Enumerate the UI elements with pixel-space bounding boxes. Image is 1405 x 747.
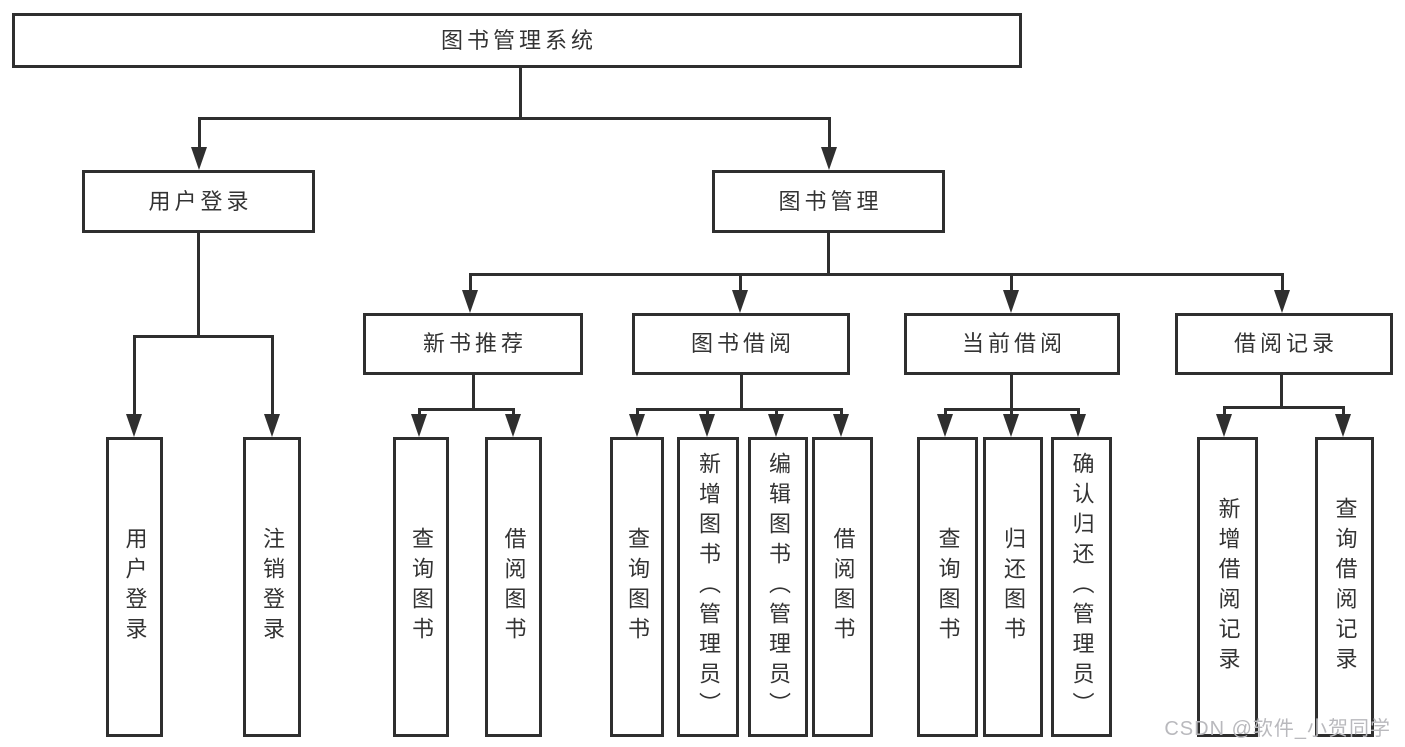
arrow-down-icon bbox=[821, 147, 837, 170]
node-label-borrow-books-2: 借阅图书 bbox=[830, 527, 856, 647]
connector-drop-book-management bbox=[739, 273, 742, 293]
node-label-book-management: 图书管理 bbox=[778, 188, 883, 214]
node-query-books-2: 查询图书 bbox=[610, 437, 664, 737]
node-label-book-borrowing: 图书借阅 bbox=[690, 331, 795, 356]
connector-drop-book-management bbox=[1281, 273, 1284, 293]
connector-drop-root bbox=[198, 117, 201, 150]
node-label-add-borrow-record: 新增借阅记录 bbox=[1215, 497, 1241, 677]
node-edit-books-admin: 编辑图书（管理员） bbox=[748, 437, 808, 737]
connector-drop-user-login bbox=[133, 335, 136, 417]
node-add-borrow-record: 新增借阅记录 bbox=[1197, 437, 1258, 737]
arrow-down-icon bbox=[1216, 414, 1232, 437]
node-label-query-borrow-record: 查询借阅记录 bbox=[1332, 497, 1358, 677]
connector-drop-user-login bbox=[271, 335, 274, 417]
node-label-root: 图书管理系统 bbox=[440, 27, 597, 53]
node-label-current-borrowing: 当前借阅 bbox=[961, 331, 1066, 356]
connector-drop-borrowing-records bbox=[1223, 406, 1226, 417]
connector-bar-book-borrowing bbox=[636, 408, 843, 411]
connector-drop-book-management bbox=[1010, 273, 1013, 293]
node-query-borrow-record: 查询借阅记录 bbox=[1315, 437, 1374, 737]
connector-bar-root bbox=[198, 117, 831, 120]
node-label-return-books: 归还图书 bbox=[1001, 527, 1026, 647]
node-query-books-3: 查询图书 bbox=[917, 437, 978, 737]
connector-stem-user-login bbox=[197, 233, 200, 338]
arrow-down-icon bbox=[1003, 290, 1019, 313]
connector-drop-book-borrowing bbox=[636, 408, 639, 417]
node-label-borrowing-records: 借阅记录 bbox=[1233, 331, 1338, 356]
arrow-down-icon bbox=[699, 414, 715, 437]
node-borrow-books-2: 借阅图书 bbox=[812, 437, 873, 737]
connector-stem-book-borrowing bbox=[740, 375, 743, 411]
connector-stem-borrowing-records bbox=[1280, 375, 1283, 409]
connector-bar-borrowing-records bbox=[1223, 406, 1345, 409]
node-new-book-recommend: 新书推荐 bbox=[363, 313, 583, 375]
node-label-query-books-3: 查询图书 bbox=[935, 527, 961, 647]
connector-drop-book-management bbox=[469, 273, 472, 293]
arrow-down-icon bbox=[126, 414, 142, 437]
arrow-down-icon bbox=[833, 414, 849, 437]
node-label-edit-books-admin: 编辑图书（管理员） bbox=[766, 452, 791, 722]
connector-drop-new-book-recommend bbox=[418, 408, 421, 417]
arrow-down-icon bbox=[1274, 290, 1290, 313]
connector-drop-book-borrowing bbox=[775, 408, 778, 417]
node-label-user-login-leaf: 用户登录 bbox=[122, 527, 148, 647]
connector-drop-book-borrowing bbox=[706, 408, 709, 417]
node-query-books-1: 查询图书 bbox=[393, 437, 449, 737]
node-add-books-admin: 新增图书（管理员） bbox=[677, 437, 739, 737]
connector-stem-root bbox=[519, 68, 522, 120]
node-label-logout-leaf: 注销登录 bbox=[260, 527, 285, 647]
arrow-down-icon bbox=[768, 414, 784, 437]
connector-drop-new-book-recommend bbox=[512, 408, 515, 417]
node-logout-leaf: 注销登录 bbox=[243, 437, 301, 737]
arrow-down-icon bbox=[411, 414, 427, 437]
watermark: CSDN @软件_小贺同学 bbox=[1164, 718, 1391, 740]
connector-drop-current-borrowing bbox=[1077, 408, 1080, 417]
connector-stem-current-borrowing bbox=[1010, 375, 1013, 411]
node-user-login-leaf: 用户登录 bbox=[106, 437, 163, 737]
arrow-down-icon bbox=[629, 414, 645, 437]
connector-drop-book-borrowing bbox=[840, 408, 843, 417]
connector-drop-root bbox=[828, 117, 831, 150]
connector-stem-new-book-recommend bbox=[472, 375, 475, 411]
arrow-down-icon bbox=[1070, 414, 1086, 437]
arrow-down-icon bbox=[191, 147, 207, 170]
node-label-confirm-return-admin: 确认归还（管理员） bbox=[1069, 452, 1095, 722]
node-return-books: 归还图书 bbox=[983, 437, 1043, 737]
node-label-query-books-2: 查询图书 bbox=[625, 527, 650, 647]
node-book-borrowing: 图书借阅 bbox=[632, 313, 850, 375]
node-borrowing-records: 借阅记录 bbox=[1175, 313, 1393, 375]
node-borrow-books-1: 借阅图书 bbox=[485, 437, 542, 737]
node-label-query-books-1: 查询图书 bbox=[409, 527, 434, 647]
node-confirm-return-admin: 确认归还（管理员） bbox=[1051, 437, 1112, 737]
arrow-down-icon bbox=[1335, 414, 1351, 437]
node-label-add-books-admin: 新增图书（管理员） bbox=[696, 452, 721, 722]
connector-drop-current-borrowing bbox=[1010, 408, 1013, 417]
node-label-user-login: 用户登录 bbox=[148, 188, 253, 214]
arrow-down-icon bbox=[732, 290, 748, 313]
node-label-new-book-recommend: 新书推荐 bbox=[422, 331, 527, 356]
connector-drop-current-borrowing bbox=[944, 408, 947, 417]
node-root: 图书管理系统 bbox=[12, 13, 1022, 68]
arrow-down-icon bbox=[1003, 414, 1019, 437]
node-current-borrowing: 当前借阅 bbox=[904, 313, 1120, 375]
node-label-borrow-books-1: 借阅图书 bbox=[501, 527, 527, 647]
connector-stem-book-management bbox=[827, 233, 830, 276]
node-user-login: 用户登录 bbox=[82, 170, 315, 233]
arrow-down-icon bbox=[937, 414, 953, 437]
arrow-down-icon bbox=[505, 414, 521, 437]
connector-bar-user-login bbox=[133, 335, 274, 338]
node-book-management: 图书管理 bbox=[712, 170, 945, 233]
connector-bar-new-book-recommend bbox=[418, 408, 515, 411]
connector-bar-book-management bbox=[469, 273, 1284, 276]
arrow-down-icon bbox=[264, 414, 280, 437]
connector-drop-borrowing-records bbox=[1342, 406, 1345, 417]
arrow-down-icon bbox=[462, 290, 478, 313]
